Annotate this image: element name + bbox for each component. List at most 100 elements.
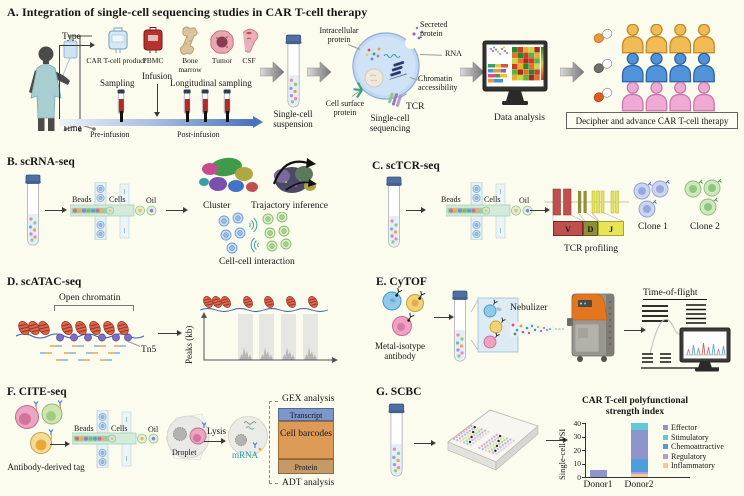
chromatin-accessibility-label: Chromatin accessibility [418,74,458,92]
legend-swatch-inflammatory [663,463,668,468]
pre-infusion-label: Pre-infusion [90,130,130,139]
single-cell-sequencing-label: Single-cell sequencing [369,113,411,133]
antibody-tagged-cells [15,400,63,454]
timeline-tick [204,111,207,122]
timeline-tick [226,111,229,122]
chart-y-tick [582,436,585,438]
patient-group-row [616,24,732,54]
droplet-label: Droplet [172,448,197,457]
panel-c-title: C. scTCR-seq [372,160,440,172]
panel-b-title: B. scRNA-seq [7,156,75,168]
chart-y-tick [582,477,585,478]
panel-a-title: A. Integration of single-cell sequencing… [7,5,368,19]
csf-icon [242,28,259,53]
sample-tube-icon [386,176,402,248]
chart-y-tick-label: 0 [577,472,581,482]
sample-tube-icon [25,174,41,246]
chart-bar-segment-stimulatory [630,423,648,430]
timeline-tick [186,111,189,122]
arrow [434,314,454,320]
chart-bar-segment-effector [630,429,648,459]
j-segment-box: J [598,221,624,236]
transcript-block: Transcript [278,408,334,421]
flow-arrow-icon [560,62,584,82]
chart-bar-segment-regulatory [630,472,648,475]
antibody-derived-tag-label: Antibody-derived tag [7,462,85,472]
metal-isotype-antibody-label: Metal-isotype antibody [375,341,425,361]
legend-swatch-chemoattractive [663,444,668,449]
arrow [204,438,226,444]
capsule-icons [592,27,614,104]
patient-group-row [616,53,732,83]
tcr-label: TCR [406,102,425,112]
sample-tube-icon [388,403,405,477]
single-cell-illustration [352,26,424,107]
panel-e-title: E. CyTOF [376,276,427,288]
chart-x-category-label: Donor2 [624,480,654,490]
oil-label: Oil [146,196,157,205]
mass-cytometer-machine [567,293,615,362]
legend-label-chemoattractive: Chemoattractive [671,442,724,451]
secreted-protein-label: Secreted protein [420,20,448,38]
chart-y-tick-label: 40 [573,418,582,428]
bone-marrow-icon [179,26,198,55]
tcr-profiling-label: TCR profiling [563,244,619,254]
patient-group-row [616,82,732,112]
data-analysis-label: Data analysis [494,113,545,123]
timeline-arrowhead [253,115,263,128]
chromatin-tn5-illustration [15,318,145,361]
protein-block: Protein [278,459,334,474]
dashed-connector [269,483,278,484]
chart-x-category-label: Donor1 [583,480,613,490]
peaks-axis-label: Peaks (kb) [184,325,194,364]
cell-cell-interaction-label: Cell-cell interaction [219,257,295,267]
source-label-bone-marrow: Bone marrow [178,56,202,74]
clone2-cells [684,178,722,216]
dashed-connector [269,401,278,402]
cluster-label: Cluster [203,201,231,211]
trajectory-plot [272,158,317,193]
arrow [624,327,646,333]
cells-label: Cells [111,424,128,433]
nebulizer-spray [510,321,564,337]
arrow [414,440,436,446]
branch-line [59,45,60,122]
atac-peaks-plot [199,294,338,363]
legend-label-regulatory: Regulatory [671,451,707,461]
arrow [45,207,67,213]
intracellular-protein-label: Intracellular protein [319,26,359,44]
arrow [50,441,70,447]
tn5-label: Tn5 [141,345,157,355]
arrow [546,437,568,443]
chart-y-tick [582,450,585,451]
source-label-csf: CSF [242,56,256,65]
source-label-pbmc: PBMC [142,56,164,65]
chart-y-tick-label: 20 [573,445,582,455]
time-of-flight-label: Time-of-flight [643,288,707,300]
chart-y-tick [582,423,585,424]
arrow [158,330,182,336]
lysis-label: Lysis [207,426,227,436]
oil-label: Oil [519,196,530,205]
post-infusion-label: Post-infusion [177,130,220,139]
chart-y-axis [585,423,586,477]
arrow [530,207,550,213]
beads-label: Beads [441,195,461,204]
mrna-label: mRNA [232,450,259,460]
oil-label: Oil [148,425,159,434]
microwell-barcode-chip [447,409,539,471]
d-segment-box: D [583,221,598,236]
clone2-label: Clone 2 [690,222,720,232]
infusion-arrow-line [157,84,158,112]
panel-d-title: D. scATAC-seq [7,276,82,288]
sampling-label: Sampling [100,78,135,88]
time-label: Time [62,124,82,134]
cell-surface-protein-label: Cell surface protein [325,99,365,117]
legend-label-stimulatory: Stimulatory [671,432,709,442]
dashed-connector [269,401,270,483]
legend-swatch-effector [663,425,668,430]
source-label-tumor: Tumor [211,56,233,65]
chart-title: CAR T-cell polyfunctional strength index [581,396,689,417]
flow-arrow-icon [260,62,284,82]
gex-analysis-label: GEX analysis [282,394,335,404]
